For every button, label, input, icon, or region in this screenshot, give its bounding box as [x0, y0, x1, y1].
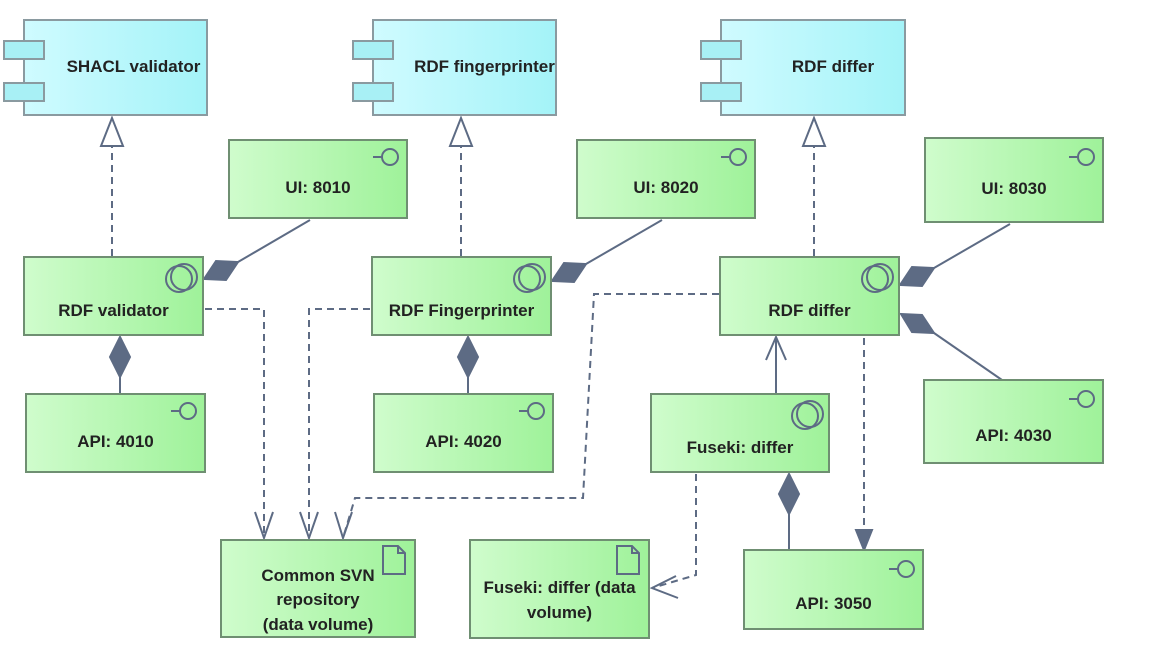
- rdf-differ-component-label: RDF differ: [791, 57, 875, 77]
- interface-icon: [721, 148, 747, 166]
- rdf-validator-service[interactable]: RDF validator: [23, 256, 204, 336]
- shacl-validator-component[interactable]: SHACL validator: [3, 19, 208, 116]
- access-arrow-fuseki-data: [649, 575, 679, 599]
- rdf-fingerprinter-component[interactable]: RDF fingerprinter: [352, 19, 557, 116]
- ui-8010-interface[interactable]: UI: 8010: [228, 139, 408, 219]
- composition-api-4020: [456, 334, 480, 393]
- realization-validator-shacl: [99, 115, 125, 256]
- access-arrow-validator: [254, 511, 274, 542]
- service-icon: [165, 263, 198, 293]
- access-arrow-differ: [334, 511, 353, 542]
- api-4030-label: API: 4030: [975, 426, 1052, 446]
- composition-ui-8020: [550, 219, 663, 284]
- fuseki-differ-label: Fuseki: differ: [686, 437, 794, 457]
- access-arrow-fingerprinter: [299, 511, 319, 542]
- service-icon: [513, 263, 546, 293]
- api-3050-interface[interactable]: API: 3050: [743, 549, 924, 630]
- access-differ-svn: [342, 293, 719, 539]
- shacl-validator-label: SHACL validator: [66, 57, 201, 77]
- rdf-differ-component[interactable]: RDF differ: [700, 19, 906, 116]
- access-validator-svn: [205, 308, 265, 538]
- composition-api-4030: [899, 312, 1003, 381]
- component-icon: [3, 40, 45, 102]
- common-svn-repository-artifact[interactable]: Common SVN repository (data volume): [220, 539, 416, 638]
- component-icon: [700, 40, 742, 102]
- api-4010-interface[interactable]: API: 4010: [25, 393, 206, 473]
- rdf-fingerprinter-service-label: RDF Fingerprinter: [388, 300, 535, 320]
- ui-8030-label: UI: 8030: [981, 178, 1047, 198]
- interface-icon: [519, 402, 545, 420]
- fuseki-data-label: Fuseki: differ (data volume): [483, 578, 636, 622]
- rdf-differ-service[interactable]: RDF differ: [719, 256, 900, 336]
- realization-fingerprinter: [448, 115, 474, 256]
- rdf-fingerprinter-service[interactable]: RDF Fingerprinter: [371, 256, 552, 336]
- api-3050-label: API: 3050: [795, 594, 872, 614]
- ui-8030-interface[interactable]: UI: 8030: [924, 137, 1104, 223]
- api-4030-interface[interactable]: API: 4030: [923, 379, 1104, 464]
- access-arrow-api-3050: [854, 529, 874, 553]
- serving-fuseki-differ: [765, 334, 787, 393]
- ui-8020-label: UI: 8020: [633, 177, 699, 197]
- realization-differ: [801, 115, 827, 256]
- access-fingerprinter-svn: [308, 308, 370, 538]
- rdf-validator-label: RDF validator: [58, 300, 169, 320]
- fuseki-data-volume-artifact[interactable]: Fuseki: differ (data volume): [469, 539, 650, 639]
- rdf-differ-service-label: RDF differ: [768, 300, 851, 320]
- artifact-icon: [382, 545, 406, 575]
- composition-api-4010: [108, 334, 132, 393]
- api-4020-interface[interactable]: API: 4020: [373, 393, 554, 473]
- composition-api-3050: [777, 471, 801, 549]
- fuseki-differ-service[interactable]: Fuseki: differ: [650, 393, 830, 473]
- interface-icon: [373, 148, 399, 166]
- composition-ui-8010: [202, 219, 311, 282]
- ui-8010-label: UI: 8010: [285, 177, 351, 197]
- interface-icon: [1069, 390, 1095, 408]
- component-icon: [352, 40, 394, 102]
- ui-8020-interface[interactable]: UI: 8020: [576, 139, 756, 219]
- interface-icon: [171, 402, 197, 420]
- service-icon: [861, 263, 894, 293]
- api-4020-label: API: 4020: [425, 431, 502, 451]
- access-fuseki-data: [651, 474, 697, 589]
- interface-icon: [889, 560, 915, 578]
- composition-ui-8030: [898, 223, 1011, 288]
- interface-icon: [1069, 148, 1095, 166]
- api-4010-label: API: 4010: [77, 431, 154, 451]
- rdf-fingerprinter-label: RDF fingerprinter: [414, 57, 555, 77]
- service-icon: [791, 400, 824, 430]
- artifact-icon: [616, 545, 640, 575]
